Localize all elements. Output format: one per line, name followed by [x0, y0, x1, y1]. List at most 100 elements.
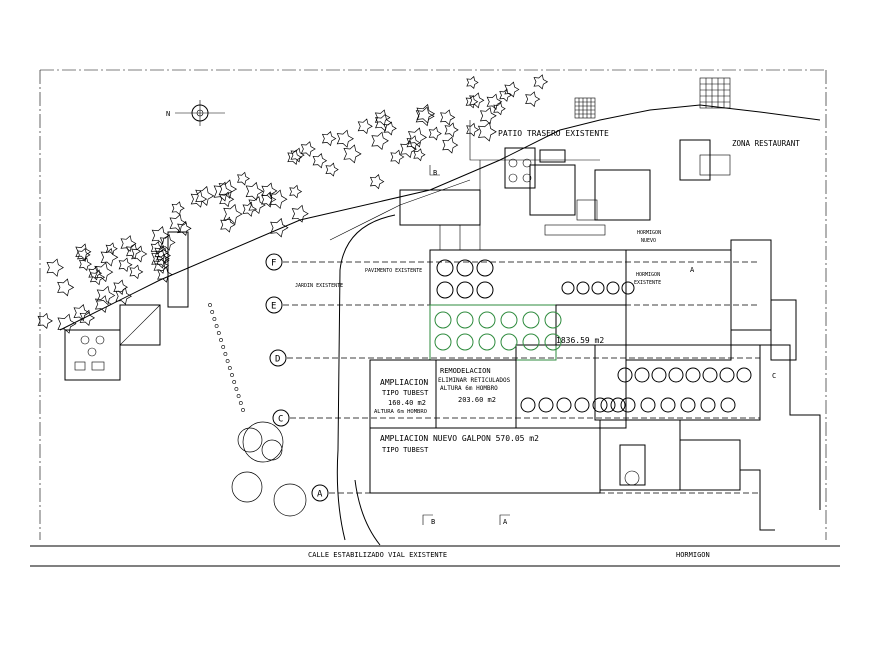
- tree-icon: [291, 204, 309, 223]
- tank-icon: [476, 259, 494, 277]
- tank-icon: [634, 367, 650, 383]
- tree-icon: [223, 203, 243, 225]
- tree-icon: [479, 107, 497, 125]
- tank-icon: [522, 311, 540, 329]
- tree-icon: [465, 95, 479, 109]
- section-c-right: C: [772, 372, 776, 380]
- tree-icon: [115, 287, 132, 305]
- tank-icon: [476, 281, 494, 299]
- ampliacion2-line2: TIPO TUBEST: [382, 446, 429, 454]
- tree-icon: [290, 147, 305, 163]
- tree-icon: [357, 118, 373, 135]
- path-dot: [223, 352, 228, 356]
- tank-icon: [456, 281, 474, 299]
- path-dot: [214, 324, 219, 328]
- tree-icon: [477, 121, 497, 142]
- section-b-top: B: [433, 169, 437, 177]
- small-building-left: [64, 304, 161, 381]
- tree-icon: [371, 131, 389, 151]
- tank-icon: [720, 397, 736, 413]
- tank-icon: [574, 397, 590, 413]
- tree-icon: [415, 106, 435, 127]
- tree-icon: [499, 88, 512, 102]
- tree-icon: [428, 126, 442, 141]
- tank-grid: [434, 259, 752, 413]
- path-dot: [212, 317, 217, 321]
- tank-icon: [640, 397, 656, 413]
- tree-icon: [268, 189, 288, 210]
- tree-icon: [150, 241, 164, 255]
- tree-icon: [113, 279, 128, 295]
- tank-icon: [610, 397, 626, 413]
- tank-icon: [736, 367, 752, 383]
- tree-icon: [118, 257, 133, 273]
- tank-icon: [522, 333, 540, 351]
- tree-icon: [466, 75, 479, 89]
- hormigon-existente-label-2: EXISTENTE: [634, 280, 661, 286]
- tank-icon: [434, 311, 452, 329]
- axis-bubble: [265, 296, 283, 314]
- tree-icon: [89, 269, 106, 286]
- tree-icon: [195, 185, 215, 206]
- hatched-area: [574, 77, 731, 119]
- tree-icon: [442, 136, 459, 154]
- remodelacion-line4: 203.60 m2: [458, 396, 496, 404]
- section-marks: B B A A C: [422, 165, 776, 526]
- tree-icon: [153, 257, 170, 274]
- tank-icon: [660, 397, 676, 413]
- tank-icon: [651, 367, 667, 383]
- drawing-labels: PATIO TRASERO EXISTENTE ZONA RESTAURANT …: [295, 129, 800, 454]
- tree-icon: [156, 253, 170, 268]
- tank-icon: [576, 281, 590, 295]
- interior-area-label: 1836.59 m2: [556, 336, 604, 345]
- tree-icon: [57, 313, 77, 334]
- tree-icon: [105, 242, 118, 256]
- tree-icon: [407, 127, 427, 148]
- tank-icon: [436, 259, 454, 277]
- tree-icon: [73, 304, 90, 322]
- tree-icon: [237, 171, 250, 186]
- tree-icon: [218, 179, 238, 199]
- north-label: N: [166, 110, 170, 118]
- tank-icon: [591, 281, 605, 295]
- tree-icon: [79, 309, 95, 326]
- tree-icon: [416, 103, 436, 124]
- tank-icon: [538, 397, 554, 413]
- tree-icon: [159, 234, 176, 251]
- path-dot: [241, 408, 245, 412]
- tree-icon: [413, 148, 426, 162]
- tree-icon: [120, 235, 137, 252]
- tree-icon: [151, 226, 170, 245]
- patio-structures: [399, 120, 731, 250]
- tree-icon: [336, 129, 355, 148]
- tree-icon: [525, 91, 541, 108]
- path-dot: [234, 387, 239, 391]
- tree-icon: [94, 295, 112, 313]
- hormigon-nuevo-label-1: HORMIGON: [637, 230, 661, 236]
- tree-icon: [321, 131, 337, 147]
- tree-icon: [343, 144, 362, 164]
- tank-icon: [606, 281, 620, 295]
- site-boundary: [39, 69, 827, 540]
- hatch-square: [699, 77, 731, 109]
- tree-icon: [151, 249, 170, 269]
- tree-icon: [289, 184, 303, 199]
- tree-icon: [46, 258, 64, 277]
- tree-icon: [77, 247, 91, 262]
- tank-icon: [436, 281, 454, 299]
- tree-icon: [177, 220, 192, 236]
- path-dot: [219, 338, 223, 342]
- tank-icon: [620, 397, 636, 413]
- tree-icon: [157, 266, 173, 283]
- axis-bubble: [265, 253, 283, 271]
- tank-icon: [500, 333, 518, 351]
- tree-icon: [469, 92, 485, 109]
- path-dot: [227, 366, 232, 370]
- tree-icon: [57, 278, 75, 297]
- trees-area: [37, 74, 549, 334]
- tree-icon: [248, 196, 266, 215]
- tree-cluster-bottom: [231, 421, 307, 517]
- tree-icon: [220, 216, 236, 233]
- ampliacion1-line3: 160.40 m2: [388, 399, 426, 407]
